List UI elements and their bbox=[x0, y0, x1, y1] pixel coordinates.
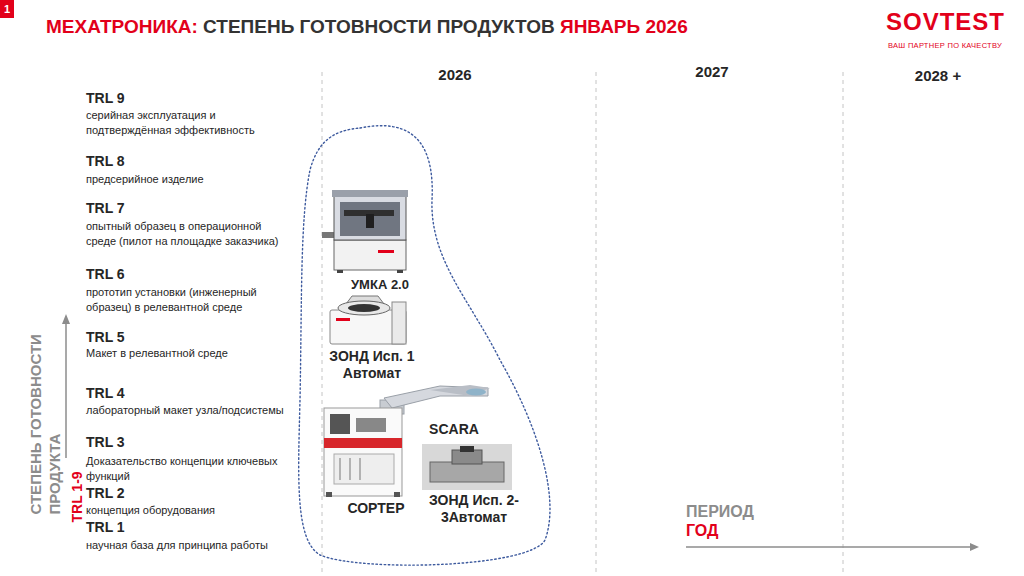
page-number-badge: 1 bbox=[0, 0, 14, 18]
trl-level: TRL 1 bbox=[86, 519, 125, 535]
axis-line bbox=[65, 322, 67, 458]
carriage bbox=[452, 450, 482, 464]
product-name: ЗОНД Исп. 2-3Автомат bbox=[418, 492, 530, 526]
brand-tagline: ВАШ ПАРТНЕР ПО КАЧЕСТВУ bbox=[888, 41, 1002, 50]
frame bbox=[334, 196, 406, 240]
axis-arrow bbox=[62, 314, 70, 458]
window bbox=[340, 202, 400, 236]
year-header: 2027 bbox=[672, 63, 752, 80]
badge-number: 1 bbox=[4, 0, 10, 18]
end-effector bbox=[466, 389, 486, 396]
umka-machine bbox=[322, 190, 408, 273]
head bbox=[366, 214, 374, 228]
divider-line bbox=[843, 72, 844, 572]
trl-description: научная база для принципа работы bbox=[86, 538, 286, 553]
foot bbox=[337, 270, 343, 273]
stage bbox=[430, 462, 504, 482]
module bbox=[330, 414, 350, 434]
divider-line bbox=[322, 72, 323, 572]
trl-level: TRL 6 bbox=[86, 266, 125, 282]
period-label: ПЕРИОД bbox=[686, 503, 754, 521]
lower-module bbox=[334, 454, 394, 484]
zond2-machine bbox=[422, 444, 512, 490]
trl-level: TRL 7 bbox=[86, 200, 125, 216]
trl-level: TRL 2 bbox=[86, 485, 125, 501]
chuck-ring bbox=[338, 301, 390, 315]
trl-description: лабораторный макет узла/подсистемы bbox=[86, 403, 286, 418]
trl-description: серийная эксплуатация и подтверждённая э… bbox=[86, 108, 286, 138]
axis-range: TRL 1-9 bbox=[69, 452, 86, 522]
frame bbox=[324, 408, 402, 496]
trl-description: Макет в релевантной среде bbox=[86, 346, 286, 361]
title-accent: ЯНВАРЬ 2026 bbox=[555, 16, 688, 37]
trl-description: прототип установки (инженерный образец) … bbox=[86, 285, 286, 315]
title-accent: МЕХАТРОНИКА: bbox=[46, 16, 198, 37]
red-band bbox=[324, 438, 402, 448]
foot bbox=[326, 492, 332, 497]
axis-line bbox=[686, 546, 971, 548]
module bbox=[356, 418, 386, 432]
zond1-machine bbox=[330, 296, 406, 344]
backdrop bbox=[422, 444, 512, 490]
trl-level: TRL 3 bbox=[86, 434, 125, 450]
probe-head bbox=[460, 446, 474, 452]
trl-level: TRL 5 bbox=[86, 329, 125, 345]
sorter-machine bbox=[324, 408, 402, 497]
year-dividers bbox=[322, 72, 843, 572]
side-conveyor bbox=[322, 232, 334, 238]
trl-level: TRL 4 bbox=[86, 385, 125, 401]
slide-title: МЕХАТРОНИКА: СТЕПЕНЬ ГОТОВНОСТИ ПРОДУКТО… bbox=[46, 16, 688, 38]
forearm bbox=[430, 385, 490, 396]
year-header: 2026 bbox=[415, 66, 495, 83]
trl-description: предсерийное изделие bbox=[86, 172, 286, 187]
arrow-head bbox=[970, 543, 979, 551]
foot bbox=[394, 492, 400, 497]
tube bbox=[350, 458, 351, 480]
product-name: СОРТЕР bbox=[331, 500, 421, 517]
title-main: СТЕПЕНЬ ГОТОВНОСТИ ПРОДУКТОВ bbox=[198, 16, 555, 37]
roof bbox=[332, 190, 408, 197]
brand-logo: SOVTEST bbox=[886, 8, 1005, 36]
arrow-head bbox=[62, 314, 70, 324]
trl-description: Доказательство концепции ключевых функци… bbox=[86, 454, 286, 484]
period-arrow bbox=[686, 543, 979, 551]
tube bbox=[340, 458, 341, 480]
logo-mark bbox=[378, 250, 394, 253]
product-name: УМКА 2.0 bbox=[335, 276, 425, 293]
logo-mark bbox=[336, 318, 350, 321]
trl-description: опытный образец в операционной среде (пи… bbox=[86, 219, 286, 249]
product-name: SCARA bbox=[414, 421, 494, 438]
year-header: 2028 + bbox=[898, 67, 978, 84]
product-group-outline bbox=[299, 126, 550, 565]
tube bbox=[360, 458, 361, 480]
product-name: ЗОНД Исп. 1 Автомат bbox=[317, 348, 427, 382]
side-panel bbox=[392, 302, 406, 344]
chuck bbox=[348, 304, 380, 312]
trl-level: TRL 9 bbox=[86, 90, 125, 106]
period-unit: ГОД bbox=[686, 522, 719, 540]
axis-title: СТЕПЕНЬ ГОТОВНОСТИ ПРОДУКТА bbox=[26, 309, 64, 514]
trl-description: концепция оборудования bbox=[86, 503, 286, 518]
divider-line bbox=[596, 72, 597, 572]
cabinet bbox=[334, 240, 406, 270]
trl-level: TRL 8 bbox=[86, 153, 125, 169]
foot bbox=[397, 270, 403, 273]
